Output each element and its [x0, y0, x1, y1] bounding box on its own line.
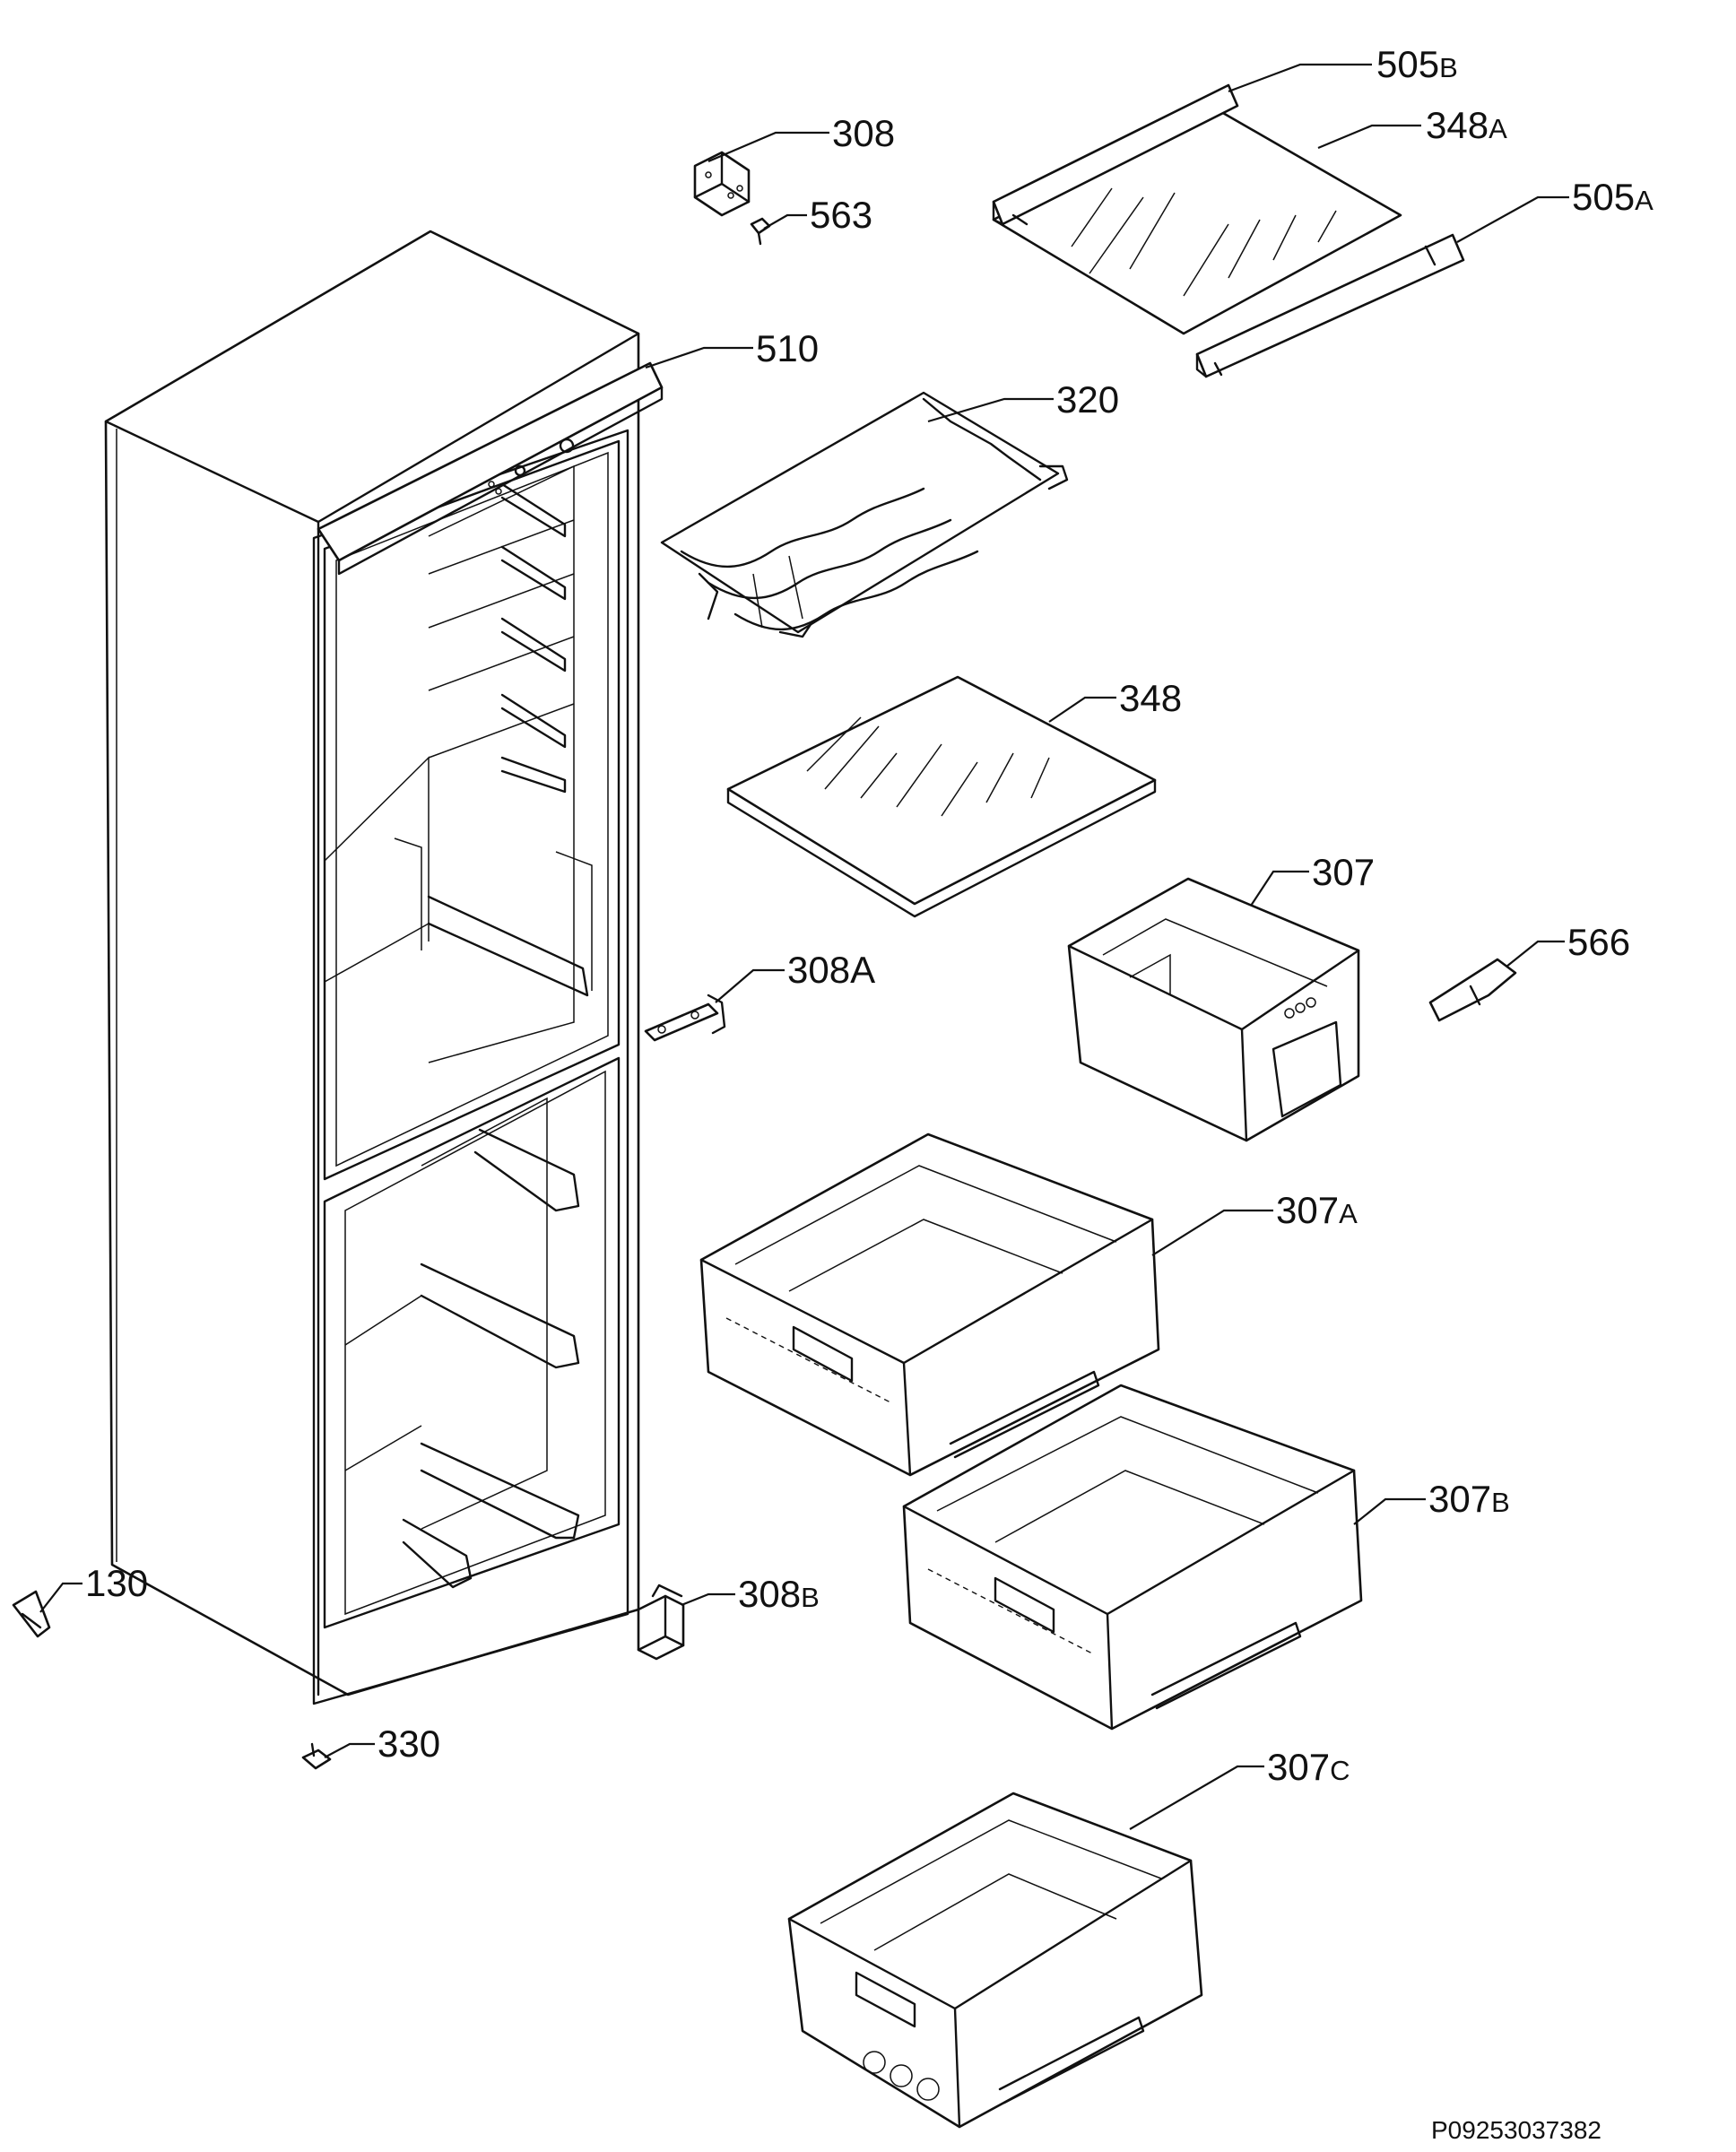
- hinge-308a: [644, 994, 726, 1042]
- wine-rack-320: [660, 391, 1069, 638]
- callout-348: 348: [1119, 677, 1182, 719]
- callout-330: 330: [378, 1722, 440, 1765]
- callout-320: 320: [1056, 378, 1119, 421]
- callout-505a: 505A: [1572, 176, 1654, 218]
- callout-307c: 307C: [1267, 1746, 1350, 1788]
- drawer-307a: [699, 1132, 1160, 1477]
- callout-566: 566: [1567, 921, 1630, 963]
- leader-lines: [39, 63, 1569, 1830]
- part-566: [1428, 958, 1517, 1022]
- callout-307: 307: [1312, 851, 1375, 893]
- callout-labels: 505B 308 348A 563 505A 510 320 348 307 5…: [85, 43, 1654, 2144]
- hinge-308: [693, 151, 751, 217]
- foot-330: [301, 1742, 332, 1770]
- callout-348a: 348A: [1426, 104, 1507, 146]
- drawing-code: P09253037382: [1431, 2116, 1601, 2144]
- callout-307a: 307A: [1276, 1189, 1358, 1231]
- glass-shelf-348: [726, 675, 1157, 918]
- callout-563: 563: [810, 194, 872, 236]
- glass-shelf-348a: [992, 83, 1465, 378]
- callout-510: 510: [756, 327, 819, 369]
- callout-307b: 307B: [1428, 1478, 1510, 1520]
- drawer-307c: [787, 1792, 1203, 2129]
- drawer-307b: [902, 1384, 1363, 1731]
- refrigerator-cabinet: [104, 230, 664, 1705]
- callout-308a: 308A: [787, 949, 875, 991]
- hinge-308b: [637, 1584, 685, 1661]
- box-307: [1067, 877, 1360, 1142]
- screw-563: [750, 217, 771, 246]
- callout-505b: 505B: [1376, 43, 1458, 85]
- part-130: [12, 1590, 51, 1638]
- callout-308: 308: [832, 112, 895, 154]
- callout-130: 130: [85, 1562, 148, 1604]
- callout-308b: 308B: [738, 1573, 820, 1615]
